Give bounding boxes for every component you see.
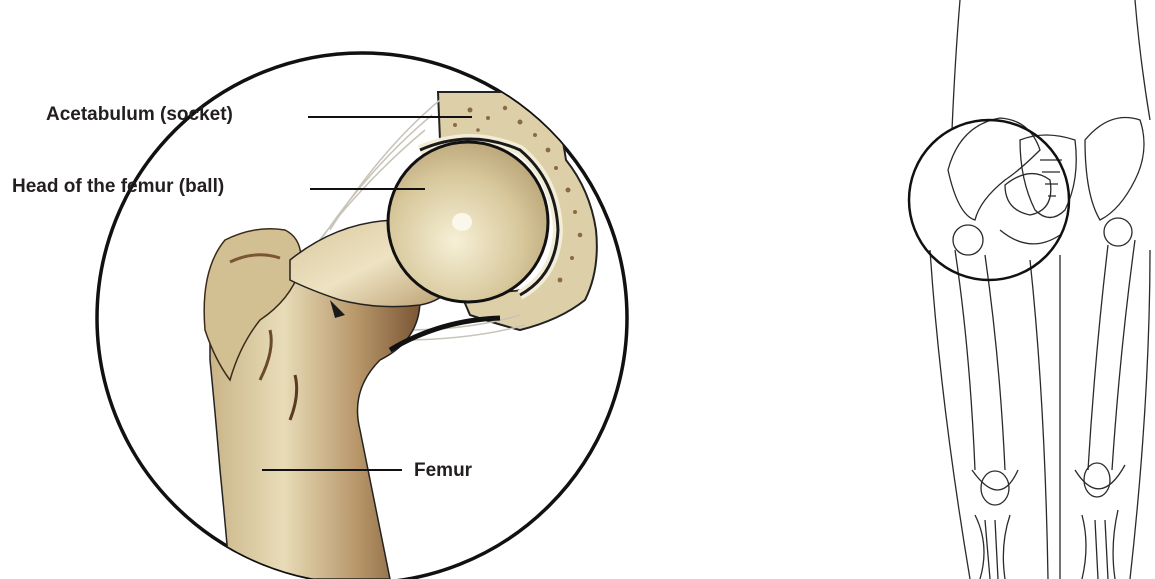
femur-label: Femur xyxy=(414,460,472,482)
zoom-indicator-circle xyxy=(909,120,1069,280)
pelvis-legs-outline xyxy=(930,0,1150,579)
acetabulum-label: Acetabulum (socket) xyxy=(46,104,233,126)
femoral-head-label: Head of the femur (ball) xyxy=(12,176,224,198)
